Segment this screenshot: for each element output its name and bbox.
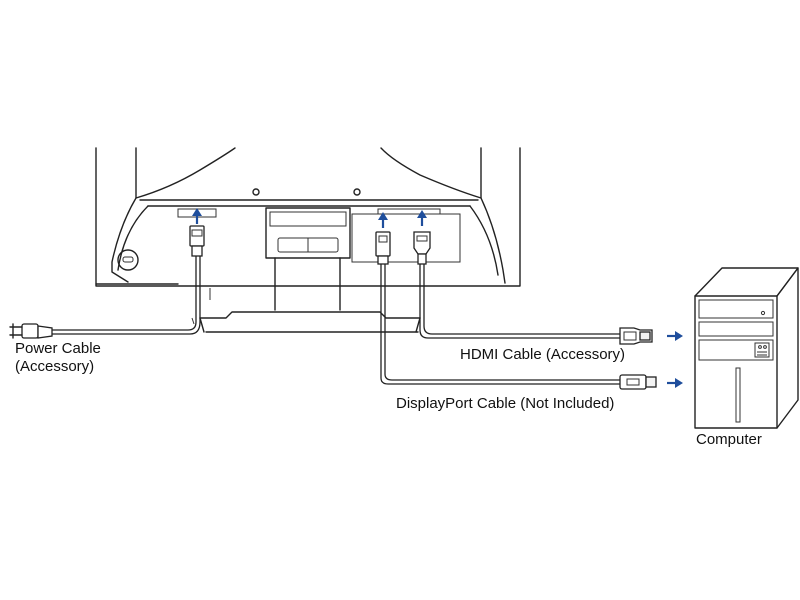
displayport-cable-label: DisplayPort Cable (Not Included) [396, 395, 615, 412]
power-cable [9, 225, 205, 339]
hdmi-cable-label: HDMI Cable (Accessory) [460, 346, 626, 363]
power-cable-label-line2: (Accessory) [15, 358, 95, 375]
arrow-right-icon [667, 378, 683, 388]
arrow-right-icon [667, 331, 683, 341]
monitor-back [95, 147, 521, 333]
arrow-up-icon [417, 210, 427, 226]
computer-label: Computer [696, 431, 762, 448]
power-cable-label-line1: Power Cable [15, 340, 101, 357]
computer-tower [694, 267, 799, 429]
arrow-up-icon [378, 212, 388, 228]
displayport-cable [375, 231, 657, 390]
hdmi-cable [413, 231, 653, 345]
insert-arrows [192, 208, 683, 388]
arrow-up-icon [192, 208, 202, 224]
